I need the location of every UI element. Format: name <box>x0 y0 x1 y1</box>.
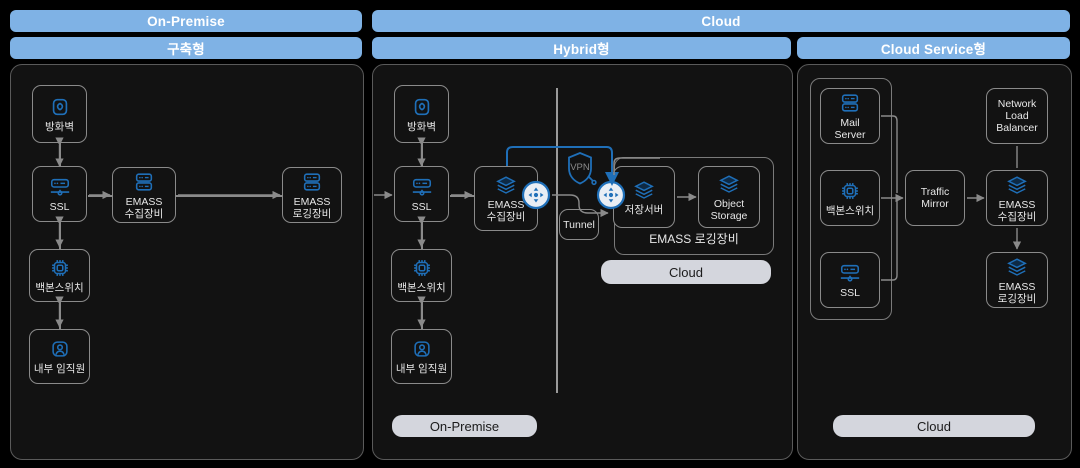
group-cloud-service-left <box>810 78 892 320</box>
node-label: SSL <box>49 200 70 213</box>
node-label: 내부 임직원 <box>395 363 448 375</box>
layers-icon <box>717 173 741 195</box>
connector-c2-ssl-emass <box>450 195 474 197</box>
switch-chip-icon <box>411 257 433 279</box>
pill-cloud-hybrid: Cloud <box>601 260 771 284</box>
user-icon <box>49 338 71 360</box>
node-label: 저장서버 <box>624 203 664 216</box>
node-label: 백본스위치 <box>397 282 446 294</box>
node-c3-ssl[interactable]: SSL <box>820 252 880 308</box>
group-label-emass-logging: EMASS 로깅장비 <box>649 232 739 246</box>
node-c3-mail-server[interactable]: Mail Server <box>820 88 880 144</box>
ssl-server-icon <box>838 262 862 284</box>
ssl-server-icon <box>48 176 72 198</box>
user-icon <box>411 338 433 360</box>
pill-cloud-service: Cloud <box>833 415 1035 437</box>
node-c2-firewall[interactable]: 방화벽 <box>394 85 449 143</box>
router-icon <box>596 180 626 210</box>
node-label: EMASS 로깅장비 <box>997 280 1037 305</box>
node-c1-backbone-switch[interactable]: 백본스위치 <box>29 249 90 302</box>
connector-c1-ssl-emass <box>88 195 112 197</box>
node-label: Object Storage <box>710 197 748 222</box>
connector-c1-backbone-employee <box>59 302 61 329</box>
node-label: EMASS 수집장비 <box>486 199 526 223</box>
layers-icon <box>1005 256 1029 278</box>
hybrid-onprem-cloud-divider <box>556 88 558 393</box>
connector-c2-backbone-employee <box>421 302 423 329</box>
connector-c1-ssl-backbone <box>59 222 61 249</box>
router-badge-left-wrap <box>521 180 551 210</box>
node-label: 내부 임직원 <box>33 363 86 375</box>
node-c3-backbone-switch[interactable]: 백본스위치 <box>820 170 880 226</box>
node-label: SSL <box>840 286 860 299</box>
node-c1-ssl[interactable]: SSL <box>32 166 87 222</box>
server-rack-icon <box>133 171 155 193</box>
vpn-icon-wrap: VPN <box>562 150 598 190</box>
router-icon <box>521 180 551 210</box>
node-label: 방화벽 <box>45 120 74 133</box>
header-col-gucukhyeong: 구축형 <box>10 37 362 59</box>
layers-icon <box>632 179 656 201</box>
node-label: 백본스위치 <box>825 204 875 217</box>
layers-icon <box>1005 174 1029 196</box>
header-col-hybrid: Hybrid형 <box>372 37 791 59</box>
node-c1-employee[interactable]: 내부 임직원 <box>29 329 90 384</box>
server-rack-icon <box>301 171 323 193</box>
node-label: Network Load Balancer <box>996 98 1038 134</box>
svg-text:VPN: VPN <box>570 162 590 173</box>
firewall-icon <box>411 96 433 118</box>
connector-c1-emass-log <box>176 195 282 197</box>
node-c2-employee[interactable]: 내부 임직원 <box>391 329 452 384</box>
connector-c2-ssl-backbone <box>421 222 423 249</box>
node-label: EMASS 수집장비 <box>124 195 164 220</box>
node-c2-backbone-switch[interactable]: 백본스위치 <box>391 249 452 302</box>
node-label: EMASS 로깅장비 <box>292 195 332 220</box>
node-label: 방화벽 <box>407 120 436 133</box>
header-on-premise: On-Premise <box>10 10 362 32</box>
layers-icon <box>494 174 518 196</box>
node-label: Tunnel <box>563 218 595 231</box>
header-col-cloud-service: Cloud Service형 <box>797 37 1070 59</box>
node-c3-emass-collect[interactable]: EMASS 수집장비 <box>986 170 1048 226</box>
pill-on-premise: On-Premise <box>392 415 537 437</box>
node-c2-tunnel[interactable]: Tunnel <box>559 209 599 240</box>
firewall-icon <box>49 96 71 118</box>
node-c1-firewall[interactable]: 방화벽 <box>32 85 87 143</box>
node-label: SSL <box>411 200 432 213</box>
mail-server-icon <box>839 92 861 114</box>
node-c3-traffic-mirror[interactable]: Traffic Mirror <box>905 170 965 226</box>
node-label: Mail Server <box>834 116 866 141</box>
node-c1-emass-collect[interactable]: EMASS 수집장비 <box>112 167 176 223</box>
switch-chip-icon <box>49 257 71 279</box>
ssl-server-icon <box>410 176 434 198</box>
node-label: Traffic Mirror <box>920 186 950 210</box>
node-c1-emass-log[interactable]: EMASS 로깅장비 <box>282 167 342 223</box>
switch-chip-icon <box>839 180 861 202</box>
header-cloud: Cloud <box>372 10 1070 32</box>
node-c3-emass-log[interactable]: EMASS 로깅장비 <box>986 252 1048 308</box>
node-label: EMASS 수집장비 <box>997 198 1037 223</box>
vpn-shield-icon: VPN <box>568 152 597 186</box>
node-c2-ssl[interactable]: SSL <box>394 166 449 222</box>
node-label: 백본스위치 <box>35 282 84 294</box>
router-badge-right-wrap <box>596 180 626 210</box>
node-c2-object-storage[interactable]: Object Storage <box>698 166 760 228</box>
node-c3-network-load-balancer[interactable]: Network Load Balancer <box>986 88 1048 144</box>
